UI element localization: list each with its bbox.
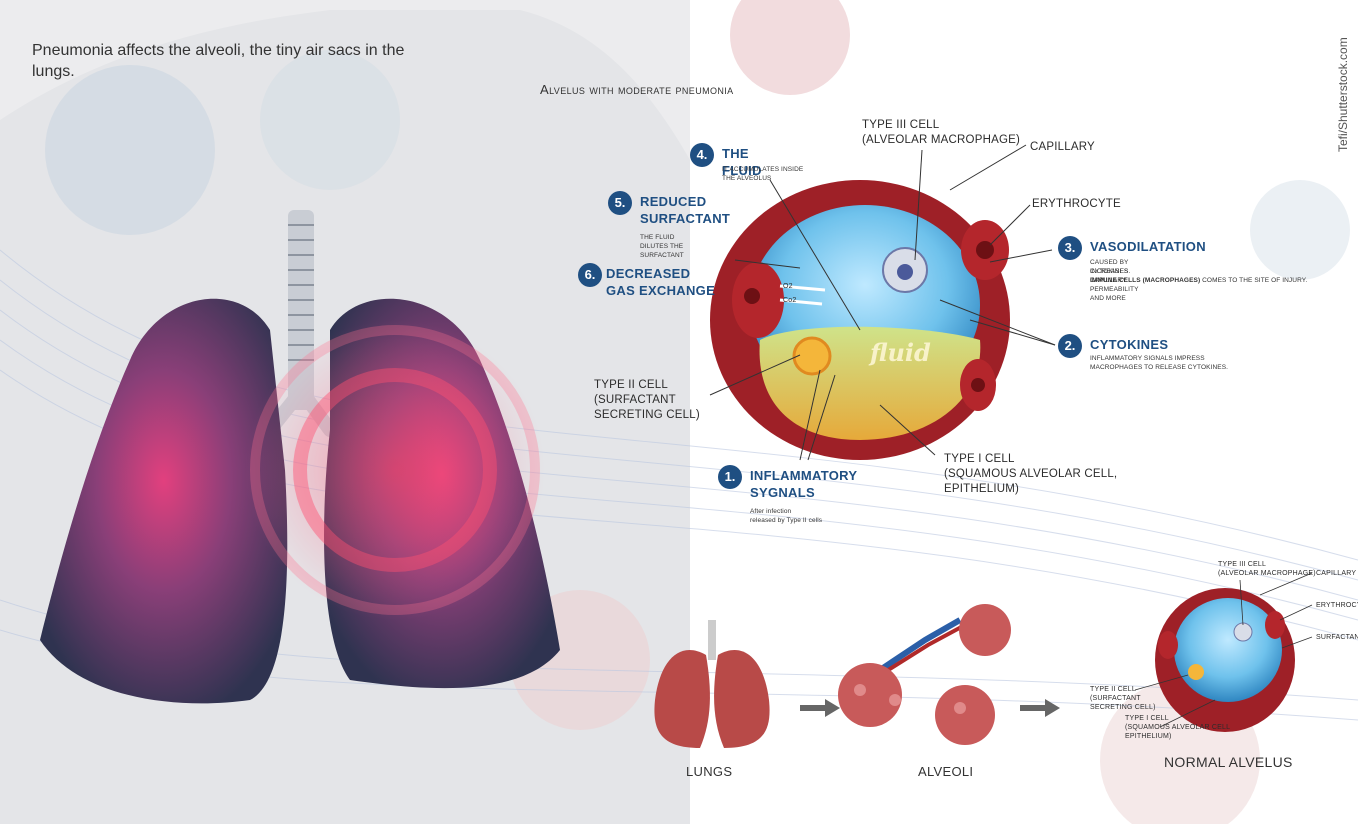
label-capillary: Capillary [1030,140,1095,155]
step-description: The fluid dilutes the surfactant [640,233,684,260]
small-label-type1: Type I cell (squamous alveolar cell epit… [1125,714,1230,741]
step-number: 1. [718,465,742,489]
step-title: Inflammatory sygnals [750,467,857,501]
diagram-title: Alvelus with moderate pneumonia [540,82,734,97]
alveoli-cluster [838,604,1011,745]
step-number: 2. [1058,334,1082,358]
image-credit: Tefi/Shutterstock.com [1318,20,1340,160]
label-o2: O2 [783,282,793,291]
step-title: Cytokines [1090,336,1168,353]
label-type1-cell: Type I cell (squamous alveolar cell, epi… [944,452,1117,497]
step-number: 3. [1058,236,1082,260]
step-number: 5. [608,191,632,215]
small-label-type3: Type III cell (alveolar macrophage) [1218,560,1316,578]
small-label-type2: Type II cell (surfactant secreting cell) [1090,685,1156,712]
label-erythrocyte: Erythrocyte [1032,197,1121,212]
label-lungs: Lungs [686,764,732,779]
step-title: Decreased gas exchange [606,265,715,299]
label-alveoli: Alveoli [918,764,973,779]
label-type2-cell: Type II cell (surfactant secreting cell) [594,378,700,423]
step-description: It accumulates inside the alveolus [722,165,803,183]
step-description: After infection released by Type II cell… [750,507,822,525]
step-number: 4. [690,143,714,167]
caption-text: Pneumonia affects the alveoli, the tiny … [32,40,412,82]
alveolus-pneumonia [710,180,1010,460]
step-description-line2: Increases capillary permeability and mor… [1090,267,1138,303]
step-number: 6. [578,263,602,287]
small-label-erythrocyte: Erythrocyte [1316,601,1358,610]
small-label-capillary: Capillary [1316,569,1356,578]
step-description-line3: Immune cells (macrophages) comes to the … [1090,276,1307,285]
label-normal-alvelus: Normal alvelus [1164,754,1293,770]
step-title: Vasodilatation [1090,238,1206,255]
step-description: Inflammatory signals impress macrophages… [1090,354,1228,372]
label-co2: Co2 [783,296,796,305]
fluid-label: fluid [870,338,931,367]
label-type3-cell: Type III cell (alveolar macrophage) [862,118,1020,148]
step-title: Reduced surfactant [640,193,730,227]
small-label-surfactant: Surfactant [1316,633,1358,642]
